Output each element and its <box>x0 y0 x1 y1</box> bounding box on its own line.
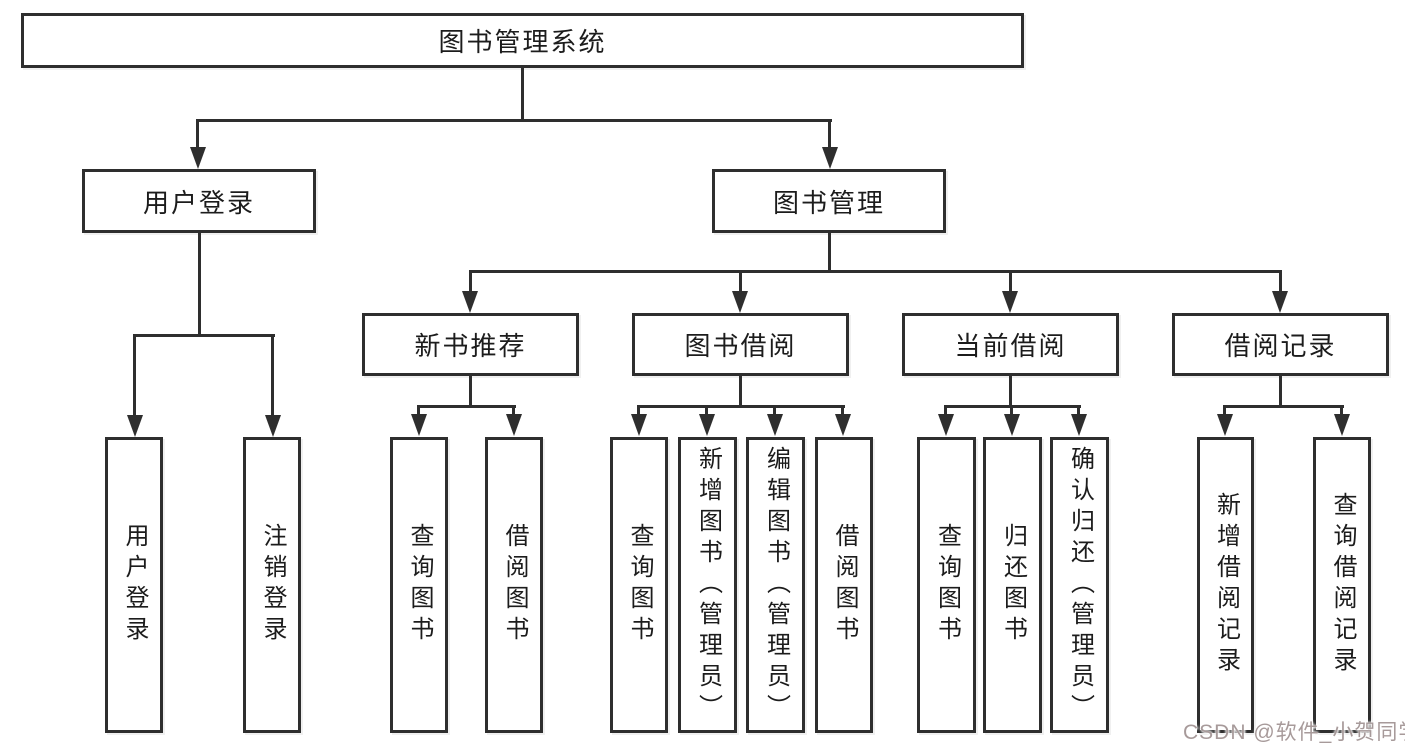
connector-line <box>1009 270 1012 293</box>
arrow-down-icon <box>1217 414 1233 436</box>
arrow-down-icon <box>411 414 427 436</box>
connector-line <box>196 119 199 150</box>
connector-line <box>417 405 516 408</box>
arrow-down-icon <box>1272 291 1288 313</box>
node-root: 图书管理系统 <box>21 13 1024 68</box>
connector-line <box>828 119 831 150</box>
connector-line <box>637 405 640 417</box>
node-label: 借阅图书 <box>501 523 528 647</box>
arrow-down-icon <box>1002 291 1018 313</box>
node-label: 新增借阅记录 <box>1212 492 1240 678</box>
watermark-text: CSDN @软件_小贺同学 <box>1183 721 1405 744</box>
node-leaf-current-query: 查询图书 <box>917 437 976 733</box>
arrow-down-icon <box>462 291 478 313</box>
node-leaf-borrow-edit-admin: 编辑图书（管理员） <box>746 437 805 733</box>
connector-line <box>469 270 472 293</box>
connector-line <box>1279 270 1282 293</box>
node-leaf-record-add: 新增借阅记录 <box>1197 437 1254 733</box>
node-leaf-user-login: 用户登录 <box>105 437 163 733</box>
connector-line <box>521 66 524 122</box>
node-label: 编辑图书（管理员） <box>762 445 790 725</box>
arrow-down-icon <box>506 414 522 436</box>
connector-line <box>705 405 708 417</box>
arrow-down-icon <box>1004 414 1020 436</box>
node-leaf-borrow-query: 查询图书 <box>610 437 668 733</box>
node-leaf-borrow-add-admin: 新增图书（管理员） <box>678 437 737 733</box>
node-leaf-newbook-query: 查询图书 <box>390 437 448 733</box>
arrow-down-icon <box>822 147 838 169</box>
arrow-down-icon <box>699 414 715 436</box>
node-label: 归还图书 <box>999 523 1027 647</box>
connector-line <box>1010 405 1013 417</box>
connector-line <box>1223 405 1344 408</box>
arrow-down-icon <box>767 414 783 436</box>
connector-line <box>1009 374 1012 408</box>
node-current-borrow: 当前借阅 <box>902 313 1119 376</box>
arrow-down-icon <box>732 291 748 313</box>
connector-line <box>637 405 845 408</box>
connector-line <box>944 405 947 417</box>
node-label: 借阅图书 <box>831 523 858 647</box>
node-label: 注销登录 <box>259 523 286 647</box>
arrow-down-icon <box>265 415 281 437</box>
node-label: 确认归还（管理员） <box>1066 445 1094 725</box>
node-label: 新增图书（管理员） <box>694 445 722 725</box>
arrow-down-icon <box>631 414 647 436</box>
node-leaf-record-query: 查询借阅记录 <box>1313 437 1371 733</box>
node-book-management: 图书管理 <box>712 169 946 233</box>
node-label: 查询图书 <box>933 523 961 647</box>
arrow-down-icon <box>1071 414 1087 436</box>
connector-line <box>841 405 844 417</box>
node-label: 查询图书 <box>406 523 433 647</box>
arrow-down-icon <box>1334 414 1350 436</box>
connector-line <box>196 119 832 122</box>
node-label: 用户登录 <box>121 523 148 647</box>
connector-line <box>1279 374 1282 408</box>
connector-line <box>198 231 201 337</box>
connector-line <box>512 405 515 417</box>
node-leaf-logout: 注销登录 <box>243 437 301 733</box>
node-leaf-current-return: 归还图书 <box>983 437 1042 733</box>
node-leaf-current-confirm-admin: 确认归还（管理员） <box>1050 437 1109 733</box>
node-leaf-newbook-borrow: 借阅图书 <box>485 437 543 733</box>
connector-line <box>417 405 420 417</box>
connector-line <box>469 374 472 408</box>
connector-line <box>271 334 274 416</box>
arrow-down-icon <box>835 414 851 436</box>
arrow-down-icon <box>938 414 954 436</box>
node-new-book-recommend: 新书推荐 <box>362 313 579 376</box>
connector-line <box>1340 405 1343 417</box>
node-leaf-borrow-borrow: 借阅图书 <box>815 437 873 733</box>
node-label: 查询借阅记录 <box>1329 492 1356 678</box>
arrow-down-icon <box>190 147 206 169</box>
node-borrow-record: 借阅记录 <box>1172 313 1389 376</box>
node-label: 查询图书 <box>626 523 653 647</box>
node-user-login: 用户登录 <box>82 169 316 233</box>
connector-line <box>133 334 136 416</box>
node-book-borrow: 图书借阅 <box>632 313 849 376</box>
connector-line <box>739 374 742 408</box>
connector-line <box>469 270 1282 273</box>
connector-line <box>828 231 831 273</box>
connector-line <box>1223 405 1226 417</box>
connector-line <box>773 405 776 417</box>
connector-line <box>1077 405 1080 417</box>
connector-line <box>739 270 742 293</box>
arrow-down-icon <box>127 415 143 437</box>
connector-line <box>133 334 275 337</box>
